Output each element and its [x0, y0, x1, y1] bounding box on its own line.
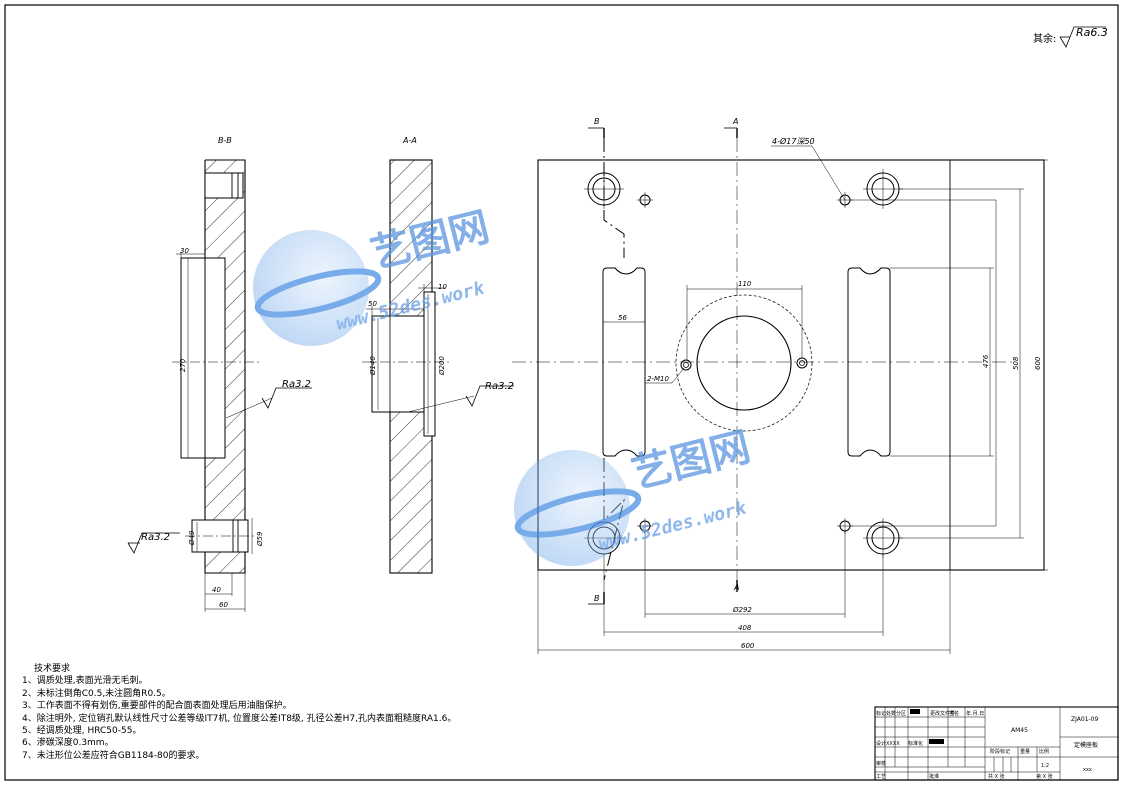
svg-text:B: B: [594, 594, 600, 603]
svg-text:Ø59: Ø59: [256, 531, 264, 547]
sheet-border: [4, 4, 1119, 781]
svg-text:4-Ø17深50: 4-Ø17深50: [772, 136, 815, 146]
watermark-1: 艺图网 www.52des.work: [253, 204, 494, 346]
svg-text:定模座板: 定模座板: [1074, 741, 1098, 749]
technical-requirements: 技术要求 1、调质处理,表面光滑无毛刺。 2、未标注倒角C0.5,未注圆角R0.…: [22, 663, 582, 762]
svg-text:审核: 审核: [876, 760, 886, 767]
svg-text:408: 408: [738, 624, 752, 632]
svg-text:10: 10: [438, 283, 447, 291]
svg-text:标记: 标记: [876, 710, 886, 717]
title-block-text: 标记 处数 分区 更改文件号 签名 年.月.日 设计 XXXX 标准化 审核 工…: [876, 710, 1098, 780]
svg-text:Ø292: Ø292: [732, 606, 752, 614]
svg-text:A: A: [732, 117, 738, 126]
svg-text:工艺: 工艺: [876, 774, 886, 780]
svg-text:50: 50: [368, 300, 377, 308]
svg-text:Ra3.2: Ra3.2: [485, 381, 514, 392]
svg-text:56: 56: [618, 314, 627, 322]
svg-text:40: 40: [212, 586, 221, 594]
plan-view: B A B A: [512, 117, 1048, 654]
svg-text:更改文件号: 更改文件号: [930, 710, 955, 717]
svg-text:60: 60: [219, 601, 228, 609]
view-title-bb: B-B: [218, 136, 232, 145]
tech-req-title: 技术要求: [34, 664, 71, 674]
svg-text:Ø200: Ø200: [438, 356, 446, 376]
svg-text:比例: 比例: [1039, 748, 1049, 755]
svg-text:年.月.日: 年.月.日: [966, 710, 984, 717]
tech-req-item: 5、经调质处理, HRC50-55。: [22, 726, 142, 737]
section-marker-a-top: A: [724, 117, 738, 138]
svg-text:Ø49: Ø49: [188, 530, 196, 546]
svg-text:1:2: 1:2: [1041, 763, 1049, 769]
svg-text:xxx: xxx: [1083, 767, 1092, 773]
svg-text:分区: 分区: [896, 710, 906, 717]
tech-req-item: 2、未标注倒角C0.5,未注圆角R0.5。: [22, 688, 171, 699]
svg-text:Ra6.3: Ra6.3: [1076, 26, 1108, 39]
tech-req-item: 4、除注明外, 定位销孔默认线性尺寸公差等级IT7机, 位置度公差IT8级, 孔…: [22, 713, 457, 724]
svg-text:600: 600: [741, 642, 755, 650]
svg-text:B: B: [594, 117, 600, 126]
svg-text:AM45: AM45: [1011, 727, 1028, 734]
svg-text:共 X 张: 共 X 张: [988, 773, 1005, 780]
svg-text:Ø140: Ø140: [369, 356, 377, 376]
view-title-aa: A-A: [402, 136, 417, 145]
svg-text:XXXX: XXXX: [886, 741, 900, 747]
svg-text:Ra3.2: Ra3.2: [282, 379, 311, 390]
svg-text:设计: 设计: [876, 740, 886, 747]
svg-text:600: 600: [1034, 356, 1042, 370]
svg-text:508: 508: [1012, 356, 1020, 370]
svg-text:阶段标记: 阶段标记: [990, 748, 1010, 755]
svg-text:重量: 重量: [1020, 748, 1030, 755]
svg-text:第 X 张: 第 X 张: [1036, 773, 1053, 780]
section-marker-b-top: B: [588, 117, 605, 138]
svg-text:Ra3.2: Ra3.2: [141, 532, 170, 543]
svg-text:标准化: 标准化: [908, 740, 923, 747]
section-view-bb: B-B 30 270 Ra3.2 Ra3.2: [127, 136, 312, 612]
svg-text:处数: 处数: [886, 710, 896, 717]
watermark-2: 艺图网 www.52des.work: [514, 424, 755, 566]
svg-text:签名: 签名: [949, 710, 959, 717]
section-marker-b-bottom: B: [588, 592, 605, 605]
svg-text:110: 110: [738, 280, 752, 288]
tech-req-item: 3、工作表面不得有划伤,重要部件的配合面表面处理后用油脂保护。: [22, 701, 292, 712]
section-view-aa: A-A 10 50 Ø140 Ø200 Ra3.2: [362, 136, 514, 574]
svg-text:A: A: [733, 583, 739, 592]
svg-text:476: 476: [982, 354, 990, 368]
svg-text:2-M10: 2-M10: [647, 375, 669, 383]
svg-text:ZJA01-09: ZJA01-09: [1071, 716, 1098, 723]
svg-text:270: 270: [179, 358, 187, 372]
svg-text:批准: 批准: [929, 773, 939, 780]
tech-req-item: 6、渗碳深度0.3mm。: [22, 738, 114, 749]
title-block: [874, 706, 1119, 781]
tech-req-item: 1、调质处理,表面光滑无毛刺。: [22, 676, 148, 687]
general-roughness-note: 其余: Ra6.3: [1033, 26, 1108, 48]
section-marker-a-bottom: A: [733, 580, 739, 592]
tech-req-item: 7、未注形位公差应符合GB1184-80的要求。: [22, 750, 205, 761]
svg-text:其余:: 其余:: [1033, 32, 1056, 45]
svg-text:艺图网: 艺图网: [627, 424, 755, 498]
svg-text:30: 30: [180, 247, 189, 255]
